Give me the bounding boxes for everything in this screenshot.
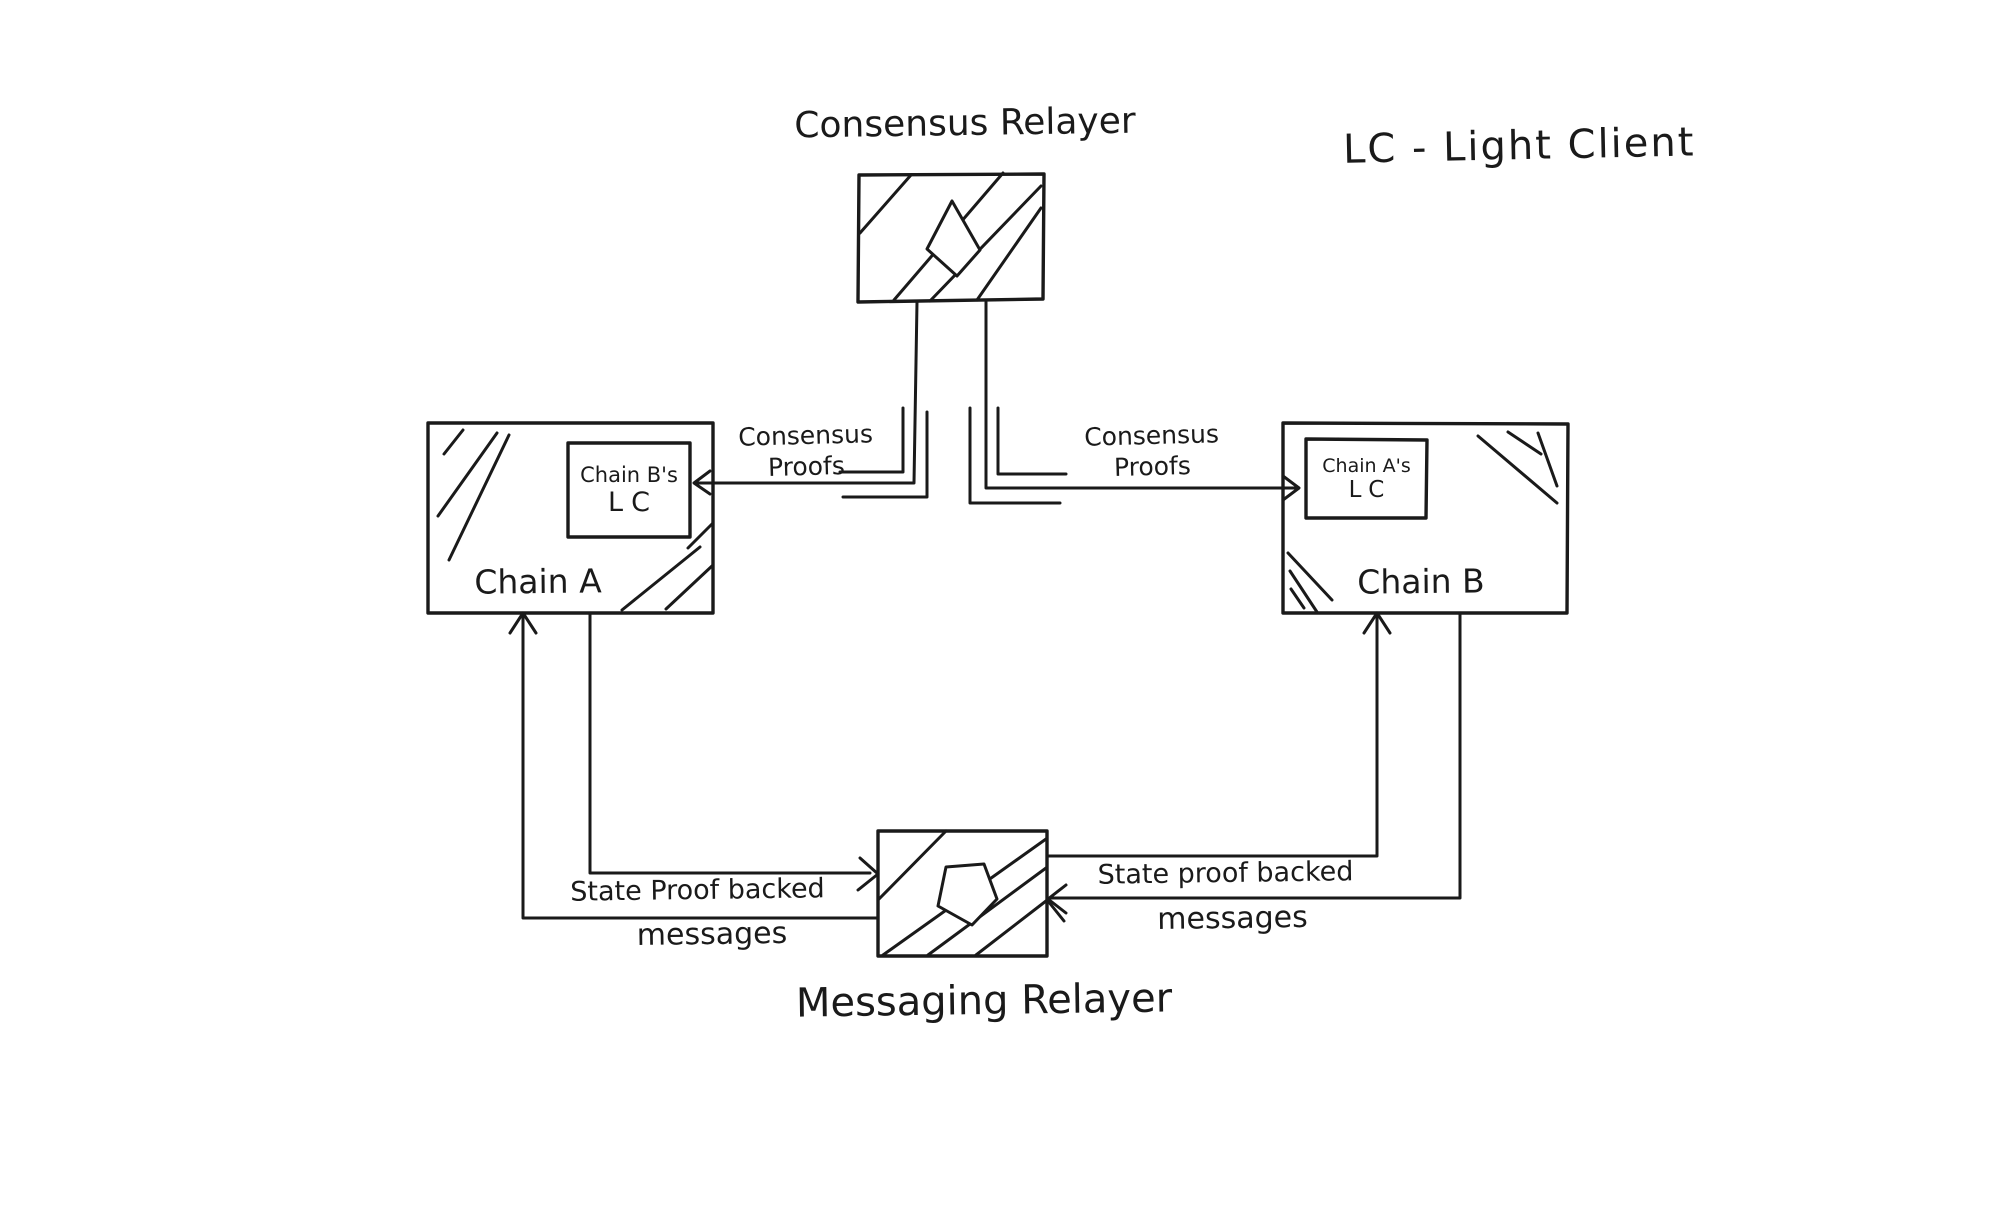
chain-b-outline <box>1281 421 1570 615</box>
consensus-proofs-right-line2: Proofs <box>1113 451 1192 483</box>
messaging-relayer-title: Messaging Relayer <box>795 975 1173 1027</box>
hatch-line <box>974 899 1048 957</box>
arrowhead-left-icon <box>1046 883 1068 915</box>
arrow-chain-b-to-messaging <box>1046 611 1462 923</box>
chain-b-box <box>1281 421 1570 615</box>
messaging-relayer-outline <box>876 829 1049 958</box>
chain-a-label: Chain A <box>474 561 602 602</box>
arrow-messaging-to-chain-b <box>1045 611 1392 858</box>
arrowhead-right-icon <box>856 856 880 892</box>
chain-a-box <box>426 421 715 615</box>
chain-b-light-client-box: Chain A's LC <box>1306 439 1427 518</box>
hatch-line <box>858 173 913 235</box>
state-proof-right-line2: messages <box>1157 899 1308 938</box>
chain-a-light-client-box: Chain B's LC <box>568 443 690 537</box>
legend-lc-light-client: LC - Light Client <box>1342 119 1696 173</box>
arrowhead-right-icon <box>1281 474 1301 502</box>
hatch-line <box>975 206 1043 302</box>
consensus-proofs-right-label: Consensus Proofs <box>1061 418 1243 485</box>
arrow-line <box>694 300 919 485</box>
chain-a-lc-outline <box>566 441 692 539</box>
arrow-consensus-to-chain-a <box>692 300 929 499</box>
arrow-line <box>984 300 1297 490</box>
arrow-messaging-to-chain-a <box>508 611 880 920</box>
state-proof-right-line1: State proof backed <box>1097 856 1354 891</box>
hatch-line <box>686 522 714 550</box>
diamond-icon <box>925 199 982 278</box>
chain-a-lc-label: LC <box>607 486 659 518</box>
chain-a-lc-owner-label: Chain B's <box>580 462 678 487</box>
consensus-proofs-right-line1: Consensus <box>1083 419 1220 452</box>
hatch-line <box>1288 569 1319 614</box>
consensus-relayer-outline <box>856 172 1046 304</box>
consensus-proofs-left-label: Consensus Proofs <box>725 418 887 485</box>
hatch-line <box>442 428 465 456</box>
arrow-line <box>1049 611 1462 900</box>
consensus-relayer-title: Consensus Relayer <box>794 100 1136 147</box>
consensus-proofs-left-line2: Proofs <box>767 451 846 483</box>
arrowhead-left-icon <box>692 469 712 496</box>
chain-b-lc-outline <box>1304 437 1429 520</box>
state-proof-left-line2: messages <box>636 915 788 954</box>
arrowhead-up-icon <box>508 611 538 635</box>
hatch-line <box>1289 587 1306 610</box>
hatch-line <box>928 184 1043 303</box>
consensus-proofs-left-line1: Consensus <box>737 419 874 452</box>
state-proof-left-line1: State Proof backed <box>570 873 825 908</box>
bus-companion-line <box>841 410 929 499</box>
hatch-line <box>436 431 499 518</box>
hatch-line <box>620 545 702 612</box>
arrow-line <box>1045 615 1379 858</box>
arrowhead-up-icon <box>1362 611 1392 635</box>
bus-companion-line <box>996 406 1068 476</box>
hatch-line <box>664 564 714 611</box>
hatch-line <box>1506 430 1543 456</box>
arrowhead-flourish <box>1046 899 1066 923</box>
bus-companion-line <box>968 406 1062 505</box>
hatch-line <box>1476 434 1559 505</box>
chain-b-lc-owner-label: Chain A's <box>1322 454 1411 477</box>
hatch-line <box>1286 551 1334 602</box>
chain-a-outline <box>426 421 715 615</box>
arrow-chain-a-to-messaging <box>588 611 880 892</box>
arrow-line <box>521 615 880 920</box>
arrow-line <box>588 611 872 875</box>
hatch-line <box>877 829 948 901</box>
arrow-consensus-to-chain-b <box>968 300 1301 505</box>
hatch-line <box>1536 431 1559 488</box>
consensus-relayer-box <box>856 171 1046 304</box>
chain-b-lc-label: LC <box>1348 476 1392 503</box>
bus-companion-line <box>838 406 905 474</box>
pentagon-icon <box>936 862 999 927</box>
chain-b-label: Chain B <box>1357 561 1485 602</box>
hatch-line <box>447 433 511 562</box>
messaging-relayer-box <box>876 829 1049 958</box>
